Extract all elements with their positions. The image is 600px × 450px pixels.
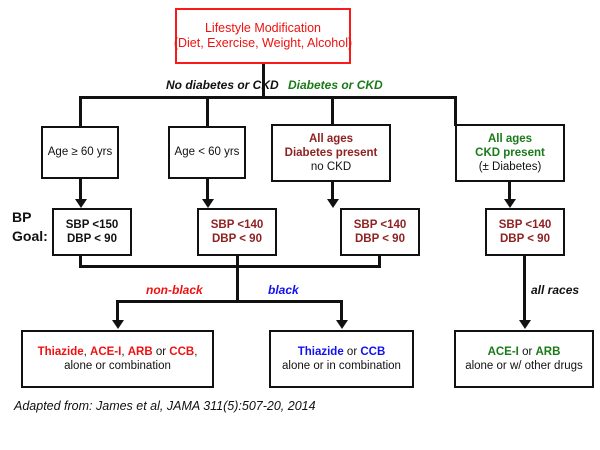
treatment-second-line: alone or combination bbox=[64, 360, 171, 372]
bp-goal-dbp: DBP < 90 bbox=[355, 233, 405, 245]
drug-name-segment: ARB bbox=[535, 345, 561, 358]
connector-bp1-down bbox=[79, 256, 82, 268]
connector-merge-bus bbox=[79, 265, 381, 268]
bp-goal-label-line-2: Goal: bbox=[12, 227, 48, 244]
connector-bp3-down bbox=[378, 256, 381, 268]
treatment-box-non-black: Thiazide, ACE-I, ARB or CCB, alone or co… bbox=[21, 330, 214, 388]
connector-race-right-drop bbox=[340, 300, 343, 322]
drug-name-segment: Thiazide bbox=[297, 345, 344, 358]
drug-name-segment: , bbox=[83, 345, 91, 358]
criteria-line-2: Diabetes present bbox=[284, 146, 378, 159]
criteria-line-1: All ages bbox=[487, 132, 533, 145]
treatment-box-ckd: ACE-I or ARB alone or w/ other drugs bbox=[454, 330, 594, 388]
arrowhead-treatment-ckd bbox=[518, 320, 531, 329]
drug-name-segment: ARB bbox=[127, 345, 153, 358]
bp-goal-box-140-90-ckd: SBP <140 DBP < 90 bbox=[485, 208, 565, 256]
connector-drop-1 bbox=[79, 96, 82, 126]
drug-name-segment: , bbox=[194, 345, 198, 358]
arrowhead-bp-3 bbox=[326, 199, 339, 208]
criteria-box-ckd-present: All ages CKD present (± Diabetes) bbox=[455, 124, 565, 182]
bp-goal-label-line-1: BP bbox=[12, 209, 32, 225]
arrowhead-bp-2 bbox=[201, 199, 214, 208]
criteria-line-3: (± Diabetes) bbox=[478, 161, 542, 173]
branch-label-no-diabetes: No diabetes or CKD bbox=[166, 78, 279, 92]
connector-criteria-1-to-bp bbox=[79, 179, 82, 201]
treatment-drug-line: Thiazide or CCB bbox=[298, 345, 386, 359]
connector-criteria-2-to-bp bbox=[206, 179, 209, 201]
bp-goal-dbp: DBP < 90 bbox=[67, 233, 117, 245]
criteria-line-3: no CKD bbox=[310, 161, 352, 173]
connector-race-split-bus bbox=[116, 300, 343, 303]
drug-name-segment: CCB bbox=[169, 345, 195, 358]
source-caption: Adapted from: James et al, JAMA 311(5):5… bbox=[14, 399, 316, 413]
treatment-second-line: alone or in combination bbox=[282, 360, 401, 372]
connector-drop-2 bbox=[206, 96, 209, 126]
connector-root-stem bbox=[262, 64, 265, 98]
treatment-box-black: Thiazide or CCB alone or in combination bbox=[269, 330, 414, 388]
treatment-second-line: alone or w/ other drugs bbox=[465, 360, 583, 372]
treatment-drug-line: ACE-I or ARB bbox=[488, 345, 561, 359]
arrowhead-treatment-black bbox=[335, 320, 348, 329]
branch-label-diabetes: Diabetes or CKD bbox=[288, 78, 383, 92]
drug-name-segment: or bbox=[343, 345, 361, 358]
arrowhead-bp-1 bbox=[74, 199, 87, 208]
bp-goal-box-140-90-diabetes: SBP <140 DBP < 90 bbox=[340, 208, 420, 256]
arrowhead-bp-4 bbox=[503, 199, 516, 208]
criteria-line-1: All ages bbox=[308, 132, 354, 145]
bp-goal-box-140-90-under60: SBP <140 DBP < 90 bbox=[197, 208, 277, 256]
connector-bp4-to-treatment bbox=[523, 256, 526, 322]
criteria-box-age-under-60: Age < 60 yrs bbox=[168, 126, 246, 179]
arrowhead-treatment-non-black bbox=[111, 320, 124, 329]
criteria-line-1: Age ≥ 60 yrs bbox=[47, 146, 113, 159]
race-label-all-races: all races bbox=[531, 283, 580, 297]
lifestyle-line-2: (Diet, Exercise, Weight, Alcohol) bbox=[173, 36, 353, 50]
connector-race-left-drop bbox=[116, 300, 119, 322]
bp-goal-sbp: SBP <140 bbox=[498, 218, 552, 231]
connector-drop-3 bbox=[331, 96, 334, 126]
treatment-drug-line: Thiazide, ACE-I, ARB or CCB, bbox=[38, 345, 198, 359]
drug-name-segment: ACE-I bbox=[90, 345, 122, 358]
drug-name-segment: ACE-I bbox=[487, 345, 519, 358]
connector-criteria-3-to-bp bbox=[331, 182, 334, 201]
drug-name-segment: or bbox=[152, 345, 170, 358]
bp-goal-dbp: DBP < 90 bbox=[212, 233, 262, 245]
drug-name-segment: CCB bbox=[360, 345, 386, 358]
drug-name-segment: , bbox=[121, 345, 128, 358]
criteria-box-age-60-or-over: Age ≥ 60 yrs bbox=[41, 126, 119, 179]
criteria-line-1: Age < 60 yrs bbox=[174, 146, 240, 159]
drug-name-segment: or bbox=[518, 345, 536, 358]
connector-main-bus bbox=[80, 96, 455, 99]
race-label-non-black: non-black bbox=[146, 283, 203, 297]
bp-goal-box-150-90: SBP <150 DBP < 90 bbox=[52, 208, 132, 256]
bp-goal-sbp: SBP <140 bbox=[210, 218, 264, 231]
bp-goal-label: BP Goal: bbox=[12, 208, 48, 246]
race-label-black: black bbox=[268, 283, 299, 297]
bp-goal-sbp: SBP <140 bbox=[353, 218, 407, 231]
bp-goal-dbp: DBP < 90 bbox=[500, 233, 550, 245]
lifestyle-modification-box: Lifestyle Modification (Diet, Exercise, … bbox=[173, 8, 353, 64]
connector-drop-4 bbox=[454, 96, 457, 126]
criteria-line-2: CKD present bbox=[475, 146, 545, 159]
lifestyle-line-1: Lifestyle Modification bbox=[204, 20, 322, 35]
bp-goal-sbp: SBP <150 bbox=[65, 218, 119, 231]
connector-merge-stem bbox=[236, 256, 239, 302]
drug-name-segment: Thiazide bbox=[37, 345, 84, 358]
connector-criteria-4-to-bp bbox=[508, 182, 511, 201]
criteria-box-diabetes-no-ckd: All ages Diabetes present no CKD bbox=[271, 124, 391, 182]
